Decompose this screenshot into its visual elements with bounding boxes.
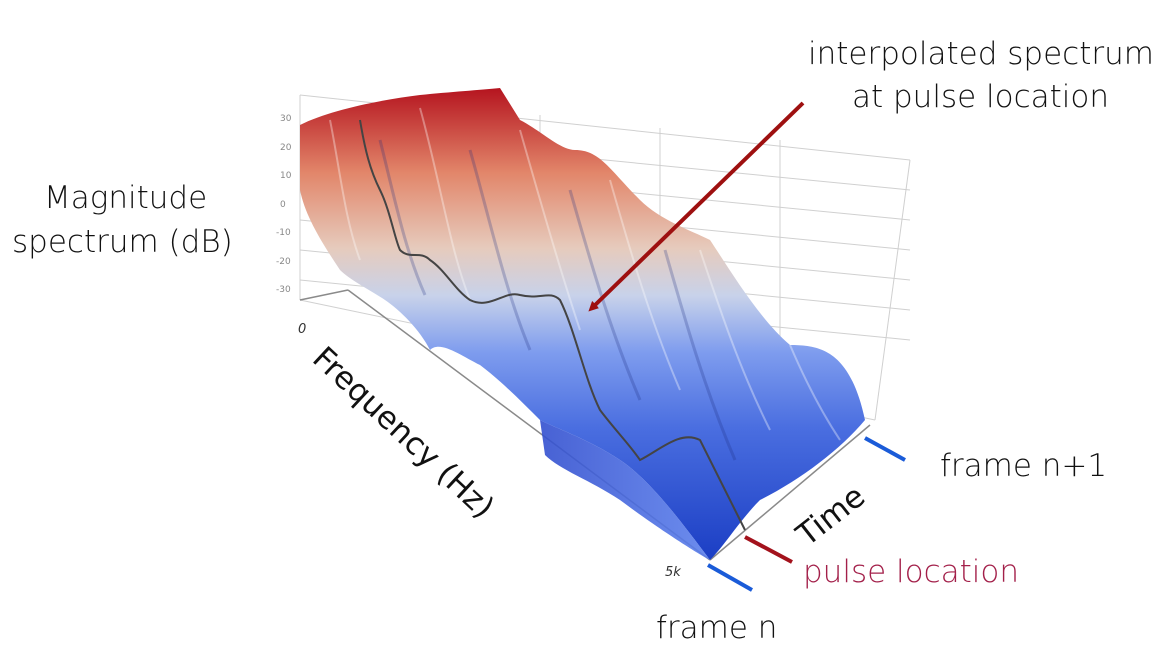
spectrum-valleys (378, 139, 737, 461)
frequency-tick-max: 5k (665, 565, 681, 580)
frame-n-label: frame n (656, 610, 778, 646)
surface-body (300, 88, 865, 560)
z-axis-label-line2: spectrum (dB) (12, 224, 233, 260)
z-tick-label: 30 (280, 114, 292, 124)
surface-front-side (540, 420, 710, 560)
z-tick-label: 10 (280, 171, 292, 181)
frequency-tick-min: 0 (298, 322, 307, 337)
frame-n-marker (707, 563, 753, 592)
pulse-location-label: pulse location (803, 554, 1020, 590)
annotation-arrow (588, 101, 805, 312)
z-tick-label: -20 (276, 256, 291, 267)
z-tick-label: 0 (280, 199, 286, 210)
z-axis-label-line1: Magnitude (44, 180, 208, 216)
annotation-line2: at pulse location (852, 79, 1110, 115)
pulse-marker (744, 535, 793, 564)
annotation-line1: interpolated spectrum (808, 36, 1154, 72)
frame-n1-label: frame n+1 (940, 448, 1108, 484)
spectrum-ridges (329, 107, 841, 441)
interpolated-spectrum-line (359, 119, 746, 531)
spectrum-surface (300, 88, 865, 560)
frame-n1-marker (864, 436, 906, 462)
z-tick-label: -10 (276, 228, 291, 238)
z-tick-label: -30 (276, 285, 291, 295)
z-tick-label: 20 (280, 142, 292, 153)
